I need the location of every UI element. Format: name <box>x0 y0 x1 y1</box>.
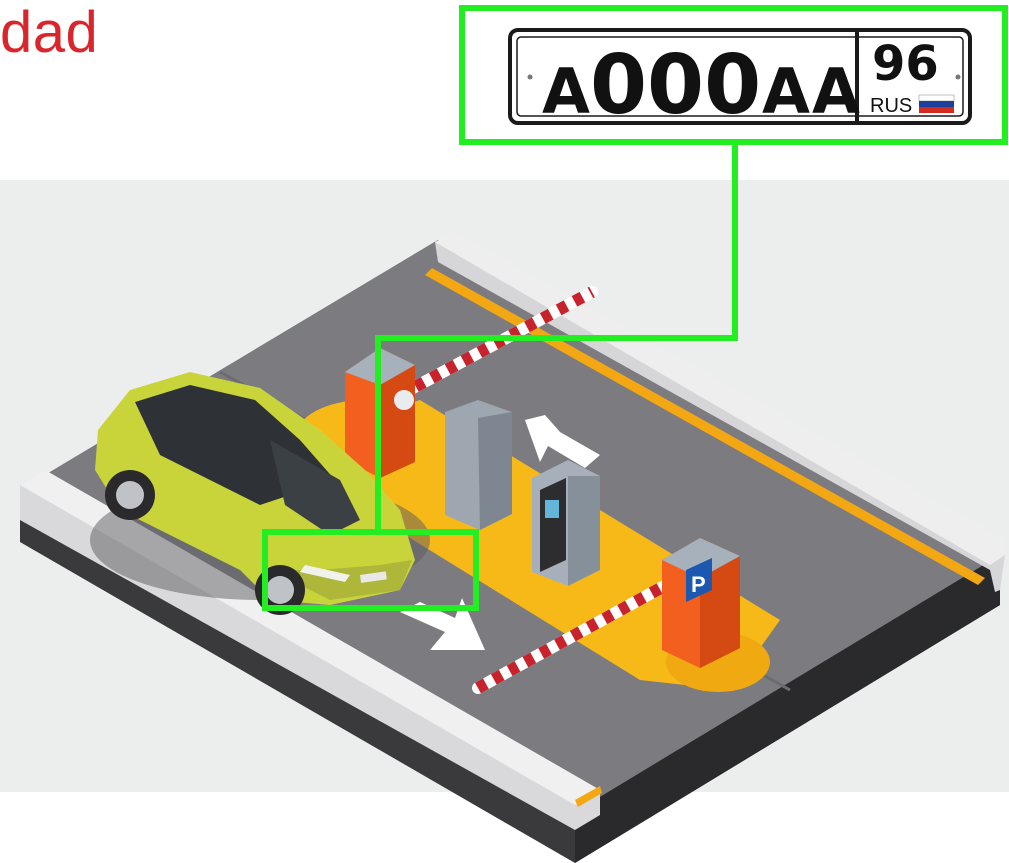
parking-sign-letter: P <box>691 572 706 597</box>
plate-letter-first: A <box>542 55 590 128</box>
plate-country: RUS <box>870 95 912 117</box>
russia-flag-icon <box>919 95 954 113</box>
plate-digits: 000 <box>590 38 761 133</box>
exit-booth <box>662 538 740 668</box>
payment-terminal <box>532 460 600 586</box>
plate-letter-suffix: AA <box>762 55 862 128</box>
plate-region-code: 96 <box>872 36 939 92</box>
ticket-kiosk <box>445 400 512 530</box>
